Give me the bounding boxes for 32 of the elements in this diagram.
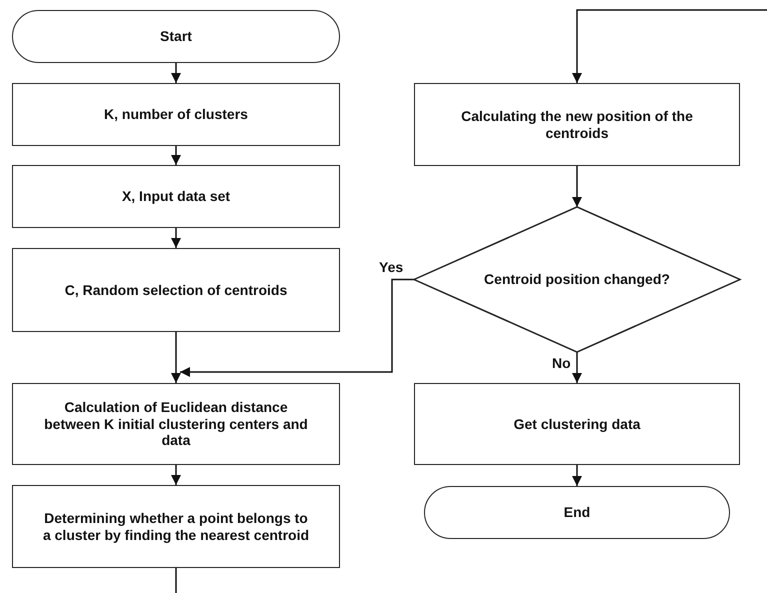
edge-label: Yes <box>378 260 404 275</box>
arrow <box>171 63 181 83</box>
edge-label: No <box>551 356 572 372</box>
arrow <box>171 332 181 383</box>
arrow <box>171 228 181 248</box>
process-box <box>12 383 340 465</box>
arrow <box>171 465 181 485</box>
node-text: K, number of clusters <box>104 106 248 123</box>
arrow <box>572 465 582 486</box>
node-text: Determining whether a point belongs to a cluster by finding the nearest centroid <box>42 510 310 544</box>
decision-diamond <box>414 207 740 352</box>
node-text: X, Input data set <box>122 188 230 205</box>
process-box <box>414 83 740 166</box>
node-text: Start <box>160 28 192 45</box>
process-box <box>12 485 340 568</box>
arrow <box>572 166 582 207</box>
process-box <box>12 248 340 332</box>
node-text: Get clustering data <box>514 416 640 432</box>
node-text: Calculating the new position of the centroids <box>460 108 694 142</box>
terminal-pill <box>12 10 340 63</box>
arrow <box>572 9 767 83</box>
process-box <box>12 83 340 146</box>
arrow <box>572 352 582 383</box>
node-text: Centroid position changed? <box>484 271 670 288</box>
node-text: End <box>564 504 590 521</box>
node-text: C, Random selection of centroids <box>64 282 288 298</box>
process-box <box>12 165 340 228</box>
arrow <box>180 278 414 377</box>
arrow <box>171 146 181 165</box>
terminal-pill <box>424 486 730 539</box>
node-text: Calculation of Euclidean distance between K initial clustering centers and data <box>43 398 309 450</box>
process-box <box>414 383 740 465</box>
